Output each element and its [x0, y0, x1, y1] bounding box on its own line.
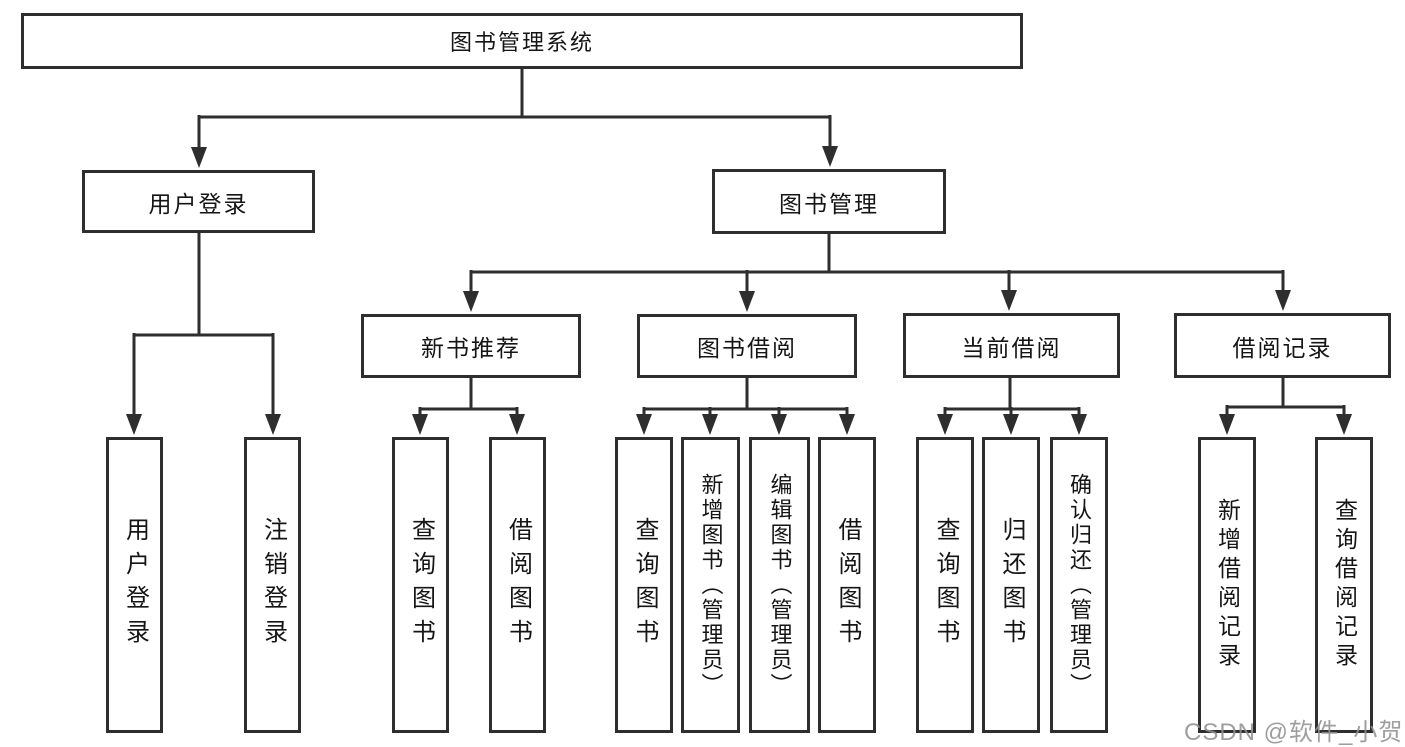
leaf-br-query-record: 查询借阅记录 — [1315, 437, 1373, 733]
leaf-cb-query-books: 查询图书 — [916, 437, 974, 733]
node-current-borrow: 当前借阅 — [903, 313, 1120, 378]
node-book-mgmt-label: 图书管理 — [779, 190, 879, 217]
leaf-user-login-label: 用户登录 — [121, 517, 149, 653]
leaf-bb-query-books-label: 查询图书 — [631, 517, 658, 653]
node-root-label: 图书管理系统 — [449, 30, 594, 55]
leaf-cb-query-books-label: 查询图书 — [932, 517, 959, 653]
arrowheads — [126, 146, 1352, 435]
node-book-mgmt: 图书管理 — [712, 169, 946, 234]
leaf-bb-borrow-books: 借阅图书 — [818, 437, 876, 733]
leaf-bb-edit-books-admin-label: 编辑图书（管理员） — [767, 472, 793, 698]
leaf-bb-borrow-books-label: 借阅图书 — [834, 517, 861, 653]
node-user-login-label: 用户登录 — [148, 190, 249, 217]
leaf-br-add-record-label: 新增借阅记录 — [1214, 498, 1241, 672]
node-current-borrow-label: 当前借阅 — [961, 334, 1062, 361]
csdn-watermark: CSDN @软件_小贺同学 — [1184, 719, 1405, 746]
leaf-bb-add-books-admin: 新增图书（管理员） — [681, 437, 740, 733]
leaf-cb-return-books: 归还图书 — [982, 437, 1040, 733]
leaf-rec-query-books-label: 查询图书 — [407, 517, 435, 653]
node-book-borrow-label: 图书借阅 — [697, 335, 797, 361]
node-user-login: 用户登录 — [82, 170, 315, 233]
node-new-book-rec-label: 新书推荐 — [421, 335, 521, 361]
leaf-bb-edit-books-admin: 编辑图书（管理员） — [749, 437, 810, 733]
leaf-user-login: 用户登录 — [106, 437, 163, 733]
node-root: 图书管理系统 — [21, 13, 1023, 69]
node-borrow-records-label: 借阅记录 — [1232, 334, 1333, 361]
leaf-cb-return-books-label: 归还图书 — [998, 517, 1025, 653]
node-new-book-rec: 新书推荐 — [361, 314, 581, 378]
leaf-br-add-record: 新增借阅记录 — [1198, 437, 1256, 733]
leaf-cb-confirm-return-admin-label: 确认归还（管理员） — [1067, 472, 1092, 698]
leaf-br-query-record-label: 查询借阅记录 — [1331, 498, 1358, 672]
leaf-logout-label: 注销登录 — [259, 517, 287, 653]
node-borrow-records: 借阅记录 — [1174, 313, 1391, 378]
leaf-rec-borrow-books-label: 借阅图书 — [504, 517, 532, 653]
leaf-cb-confirm-return-admin: 确认归还（管理员） — [1050, 437, 1108, 733]
leaf-bb-add-books-admin-label: 新增图书（管理员） — [698, 472, 724, 698]
node-book-borrow: 图书借阅 — [637, 314, 857, 378]
leaf-bb-query-books: 查询图书 — [615, 437, 673, 733]
leaf-rec-borrow-books: 借阅图书 — [489, 437, 546, 733]
leaf-rec-query-books: 查询图书 — [392, 437, 449, 733]
leaf-logout: 注销登录 — [244, 437, 301, 733]
